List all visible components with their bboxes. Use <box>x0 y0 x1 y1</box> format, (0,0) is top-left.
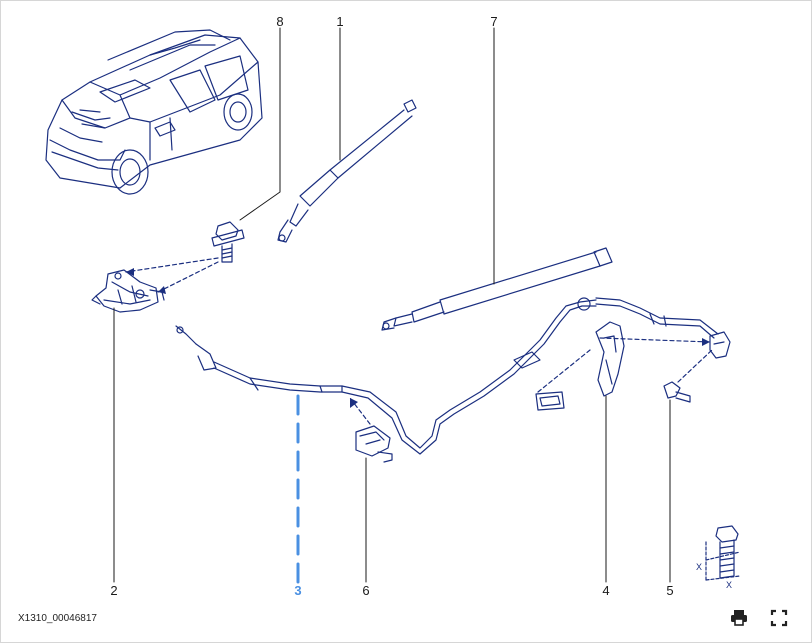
callout-3[interactable]: 3 <box>294 583 302 598</box>
assembly-guides <box>125 257 713 425</box>
latch-mechanism <box>91 269 165 313</box>
cable-clip <box>355 425 393 463</box>
callout-8[interactable]: 8 <box>276 14 284 29</box>
callout-5[interactable]: 5 <box>666 583 674 598</box>
seal-ring <box>535 391 565 411</box>
torque-label-x1: X <box>696 562 702 572</box>
cable-end-connector <box>709 331 731 359</box>
release-cable <box>175 297 719 455</box>
leader-lines <box>113 27 671 583</box>
callout-6[interactable]: 6 <box>362 583 370 598</box>
callout-4[interactable]: 4 <box>602 583 610 598</box>
guide-arrowheads <box>126 268 710 408</box>
torque-label-x2: X <box>726 580 732 590</box>
release-handle <box>595 321 625 397</box>
diagram-reference: X1310_00046817 <box>18 613 97 624</box>
torque-detail-icon <box>705 525 741 581</box>
print-icon <box>731 610 747 626</box>
bolt <box>211 221 245 263</box>
fullscreen-icon <box>770 609 788 627</box>
print-button[interactable] <box>727 606 751 630</box>
callout-2[interactable]: 2 <box>110 583 118 598</box>
screw <box>663 381 691 403</box>
callout-1[interactable]: 1 <box>336 14 344 29</box>
gas-strut-lower <box>381 247 613 331</box>
gas-strut-upper <box>277 99 417 243</box>
fullscreen-button[interactable] <box>767 606 791 630</box>
callout-7[interactable]: 7 <box>490 14 498 29</box>
vehicle-illustration <box>45 29 263 195</box>
